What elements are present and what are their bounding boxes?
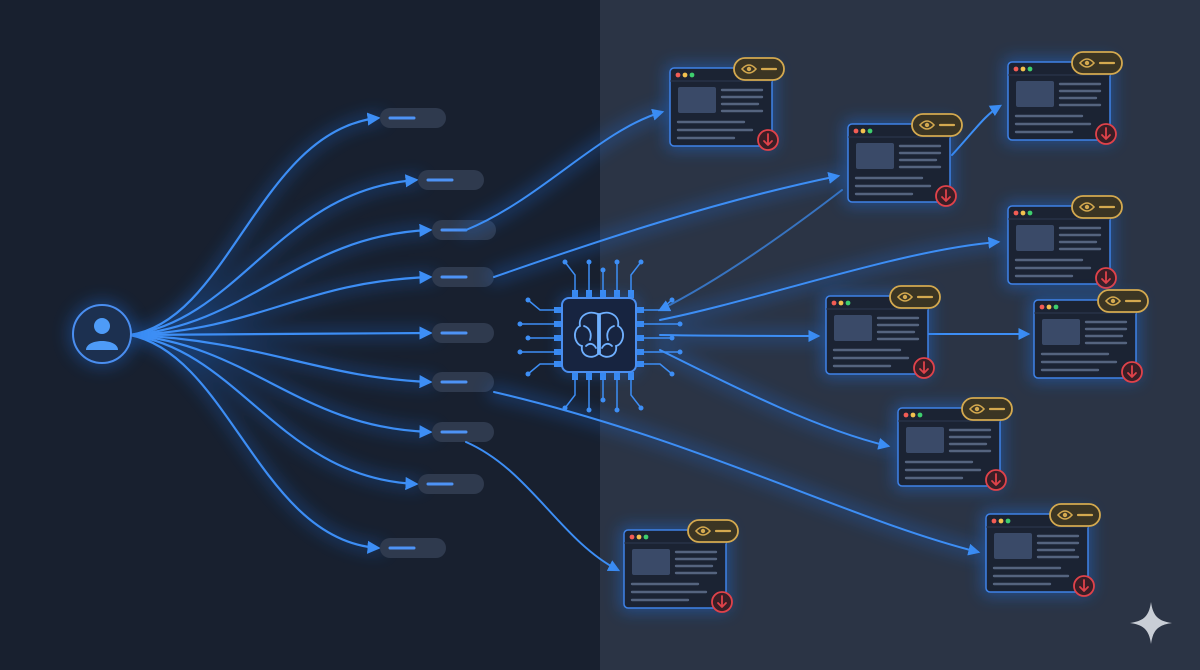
branch-pill-7 [432,422,494,442]
window-dots [1013,66,1033,72]
image-placeholder [1042,319,1080,345]
result-window-6 [1030,289,1149,383]
result-window-8 [982,503,1101,597]
brain-chip-icon [574,311,624,358]
result-window-9 [620,519,739,613]
image-placeholder [632,549,670,575]
download-arrow-icon[interactable] [1095,123,1117,145]
window-dots [1039,304,1059,310]
user-icon [86,318,118,350]
eye-icon[interactable] [889,285,941,309]
window-dots [831,300,851,306]
branch-3 [128,223,433,337]
flow-to-window-7 [465,441,621,572]
image-placeholder [678,87,716,113]
branch-7 [128,333,433,439]
flow-to-window-5 [659,349,891,450]
download-arrow-icon[interactable] [711,591,733,613]
text-lines [854,144,942,196]
chip-pins [554,290,644,380]
text-lines [1014,82,1102,134]
text-lines [676,88,764,140]
branch-pill-5 [432,323,494,343]
flow-window-2-to-3 [951,104,1003,156]
user-node [68,300,136,368]
result-window-5 [822,285,941,379]
branch-4 [128,270,433,337]
eye-icon[interactable] [687,519,739,543]
download-arrow-icon[interactable] [913,357,935,379]
output-flows [459,104,1031,572]
eye-icon[interactable] [961,397,1013,421]
branch-pill-6 [432,372,494,392]
window-dots [903,412,923,418]
window-dots [991,518,1011,524]
branch-6 [128,333,433,389]
window-dots [853,128,873,134]
text-lines [832,316,920,368]
eye-icon[interactable] [1071,195,1123,219]
text-lines [992,534,1080,586]
image-placeholder [856,143,894,169]
result-window-3 [1004,51,1123,145]
eye-icon[interactable] [911,113,963,137]
text-lines [904,428,992,480]
image-placeholder [994,533,1032,559]
text-lines [1040,320,1128,372]
text-lines [630,550,718,602]
window-dots [675,72,695,78]
branch-pill-9 [380,538,446,558]
flow-to-window-2 [493,172,841,278]
branch-8 [128,333,419,491]
image-placeholder [906,427,944,453]
eye-icon[interactable] [1071,51,1123,75]
branch-labels [380,108,496,558]
flow-window-2-to-chip [657,189,843,312]
result-window-2 [844,113,963,207]
result-window-7 [894,397,1013,491]
user-branches [125,112,437,554]
download-arrow-icon[interactable] [985,469,1007,491]
branch-pill-1 [380,108,446,128]
image-placeholder [834,315,872,341]
text-lines [1014,226,1102,278]
branch-pill-8 [418,474,484,494]
ai-chip [517,259,683,413]
window-dots [629,534,649,540]
flow-to-window-3 [659,236,1001,321]
branch-1 [128,112,381,337]
eye-icon[interactable] [733,57,785,81]
result-windows [620,51,1149,613]
result-window-1 [666,57,785,151]
flow-to-window-1 [465,108,665,231]
branch-2 [128,174,419,337]
sparkle-icon [1130,602,1172,644]
eye-icon[interactable] [1049,503,1101,527]
download-arrow-icon[interactable] [1095,267,1117,289]
flow-to-window-4 [659,329,821,342]
image-placeholder [1016,225,1054,251]
download-arrow-icon[interactable] [935,185,957,207]
branch-5 [128,326,433,340]
image-placeholder [1016,81,1054,107]
branch-9 [128,333,381,554]
eye-icon[interactable] [1097,289,1149,313]
result-window-4 [1004,195,1123,289]
download-arrow-icon[interactable] [1121,361,1143,383]
branch-pill-2 [418,170,484,190]
branch-pill-4 [432,267,494,287]
download-arrow-icon[interactable] [1073,575,1095,597]
window-dots [1013,210,1033,216]
download-arrow-icon[interactable] [757,129,779,151]
flow-to-window-6 [493,391,981,556]
